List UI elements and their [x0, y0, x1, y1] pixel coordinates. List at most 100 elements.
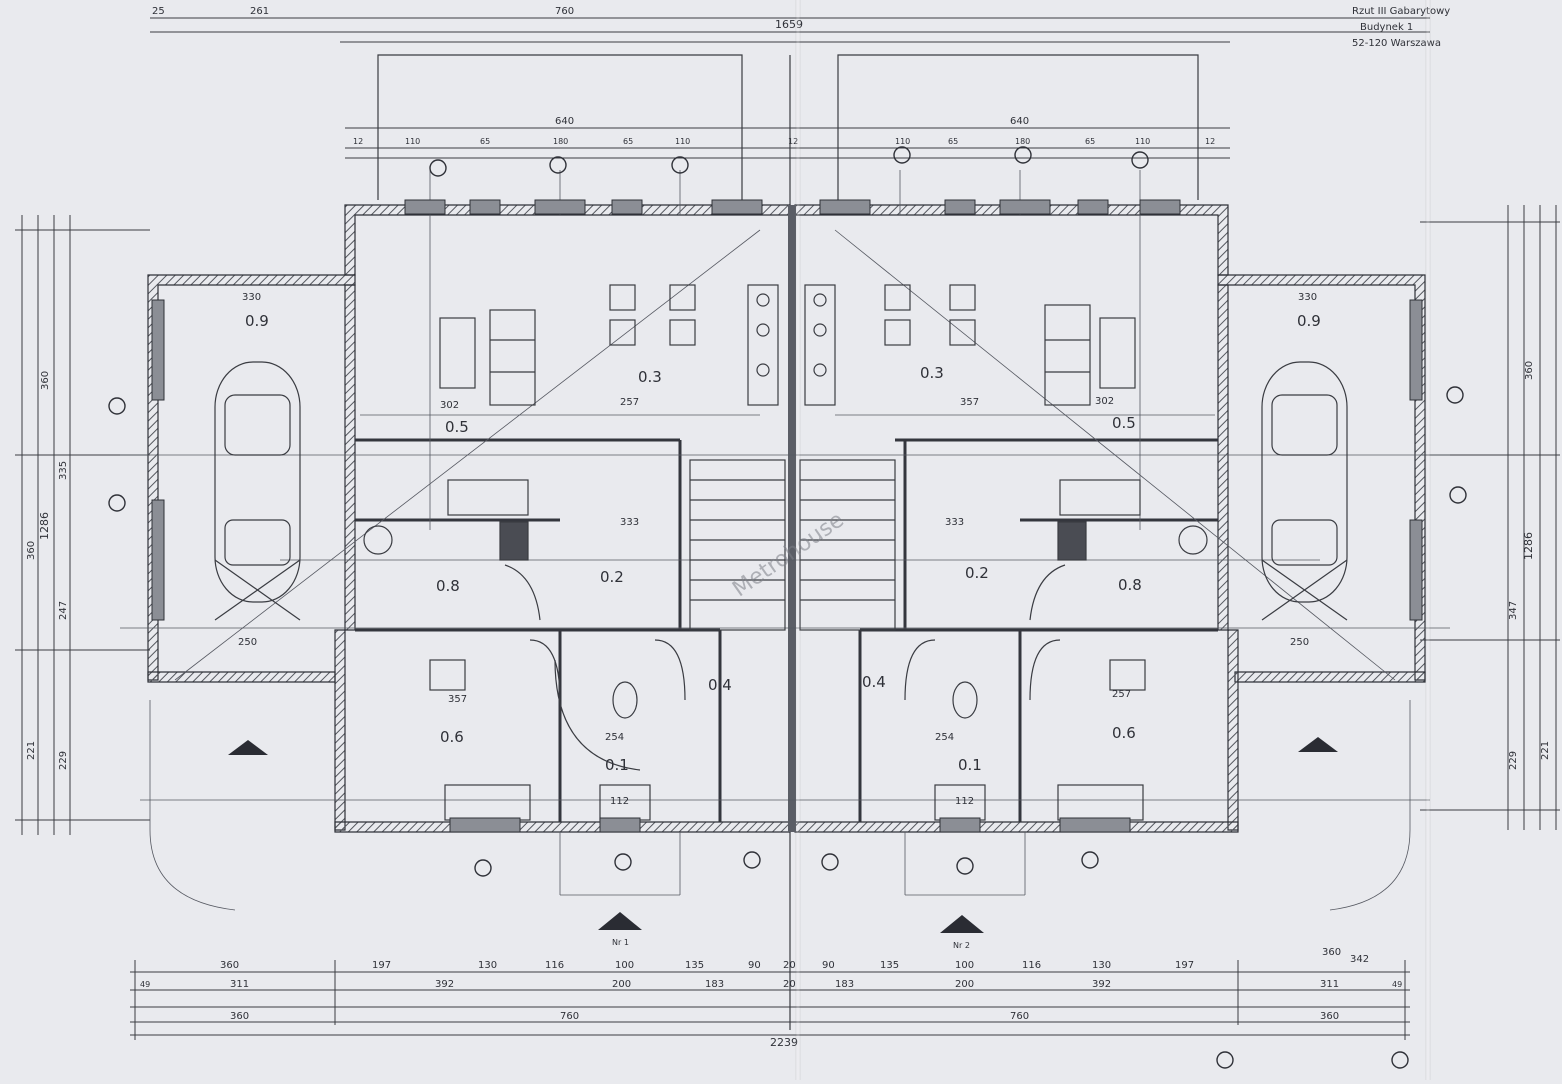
dim-text: 116: [545, 960, 564, 971]
dim-text: 1286: [38, 512, 51, 540]
room-bottom-right: 0.6: [1112, 724, 1136, 742]
kitchen-counter-left: [747, 284, 779, 406]
level-triangle-left: [228, 740, 268, 755]
dim-text: 110: [1135, 137, 1150, 146]
dim-text: 342: [1350, 954, 1369, 965]
dim-text: 360: [1320, 1011, 1339, 1022]
bottom-dimension-lines: [130, 960, 1410, 1040]
left-dimension-lines: [15, 215, 150, 835]
dim-text: 257: [1112, 689, 1131, 700]
dim-text: 250: [238, 637, 257, 648]
room-wc-left: 0.1: [605, 756, 629, 774]
dim-text: 135: [685, 960, 704, 971]
dim-text: 183: [835, 979, 854, 990]
dim-text: 250: [1290, 637, 1309, 648]
top-dimension-lines: [150, 17, 1430, 159]
sofa-right: [1099, 317, 1136, 389]
dim-text: 347: [1508, 601, 1519, 620]
room-living-right: 0.3: [920, 364, 944, 382]
room-wc-right: 0.1: [958, 756, 982, 774]
dim-text: 65: [480, 137, 490, 146]
car-right: [1261, 361, 1348, 621]
room-labels-right: 0.9 0.3 0.5 0.2 0.8 0.6 0.4 0.1: [862, 312, 1321, 774]
dim-text: 357: [448, 694, 467, 705]
dim-text: 261: [250, 6, 269, 17]
dim-text: 640: [555, 116, 574, 127]
title-block: Rzut III Gabarytowy Budynek 1 52-120 War…: [1352, 6, 1450, 49]
dim-text: 197: [372, 960, 391, 971]
dim-text: 392: [1092, 979, 1111, 990]
room-stair-right: 0.4: [862, 673, 886, 691]
entrance-label-right: Nr 2: [953, 941, 970, 950]
room-bottom-left: 0.6: [440, 728, 464, 746]
dim-text: 110: [405, 137, 420, 146]
dim-text: 302: [440, 400, 459, 411]
dim-text: 229: [1508, 751, 1519, 770]
dim-text: 221: [1540, 741, 1551, 760]
paper-fold: [1425, 0, 1431, 1080]
dim-text: 65: [623, 137, 633, 146]
entrance-label-left: Nr 1: [612, 938, 629, 947]
dim-text: 110: [895, 137, 910, 146]
dim-text: 65: [1085, 137, 1095, 146]
dim-text: 183: [705, 979, 724, 990]
left-dimension-texts: 1286 360 360 247 335 221 229: [26, 371, 69, 770]
bottom-dimension-texts: 360 197 130 116 100 135 90 20 90 135 100…: [140, 947, 1402, 1049]
dim-text: 130: [478, 960, 497, 971]
dim-text: 360: [230, 1011, 249, 1022]
windows: [151, 199, 1423, 833]
room-utility-left: 0.8: [436, 577, 460, 595]
dim-text: 20: [783, 979, 796, 990]
dim-text: 257: [620, 397, 639, 408]
dim-text: 392: [435, 979, 454, 990]
dim-text: 12: [788, 137, 798, 146]
dim-text: 12: [1205, 137, 1215, 146]
level-triangle-right: [1298, 737, 1338, 752]
room-hall-left: 0.2: [600, 568, 624, 586]
dim-text: 229: [58, 751, 69, 770]
dim-text: 302: [1095, 396, 1114, 407]
dim-text: 130: [1092, 960, 1111, 971]
armchair-right: [1044, 304, 1091, 406]
right-dimension-texts: 1286 360 347 221 229: [1508, 361, 1551, 770]
dim-text: 221: [26, 741, 37, 760]
dim-text: 100: [955, 960, 974, 971]
dim-text: 197: [1175, 960, 1194, 971]
dim-text: 330: [1298, 292, 1317, 303]
title-line-2: Budynek 1: [1360, 22, 1413, 33]
dim-text: 333: [620, 517, 639, 528]
dim-text: 180: [1015, 137, 1030, 146]
dim-text: 640: [1010, 116, 1029, 127]
dim-text: 90: [748, 960, 761, 971]
dim-text: 360: [40, 371, 51, 390]
right-dimension-lines: [1420, 205, 1560, 830]
dim-text: 116: [1022, 960, 1041, 971]
dim-text: 49: [140, 980, 150, 989]
dim-text: 25: [152, 6, 165, 17]
exterior-walls: [147, 204, 1426, 833]
room-hall-right: 0.2: [965, 564, 989, 582]
grid-markers: [108, 146, 1467, 1069]
dim-text: 254: [605, 732, 624, 743]
dim-text: 335: [58, 461, 69, 480]
sofa-left: [439, 317, 476, 389]
dim-text: 49: [1392, 980, 1402, 989]
dim-text: 12: [353, 137, 363, 146]
top-dimension-texts: 25 261 760 1659 640 640 12 110 65 180 65…: [152, 6, 1215, 146]
paper-fold: [795, 0, 801, 1080]
dim-text: 110: [675, 137, 690, 146]
room-utility-right: 0.8: [1118, 576, 1142, 594]
dim-text: 247: [58, 601, 69, 620]
boiler-left: [363, 525, 393, 555]
dim-text: 360: [1322, 947, 1341, 958]
dim-text: 112: [610, 796, 629, 807]
car-left: [214, 361, 301, 621]
entrance-triangle-left: [598, 912, 642, 930]
dim-overall-top: 1659: [775, 18, 803, 31]
room-hall-top-left: 0.5: [445, 418, 469, 436]
interior-partitions: [355, 438, 1218, 822]
boiler-right: [1178, 525, 1208, 555]
room-living-left: 0.3: [638, 368, 662, 386]
